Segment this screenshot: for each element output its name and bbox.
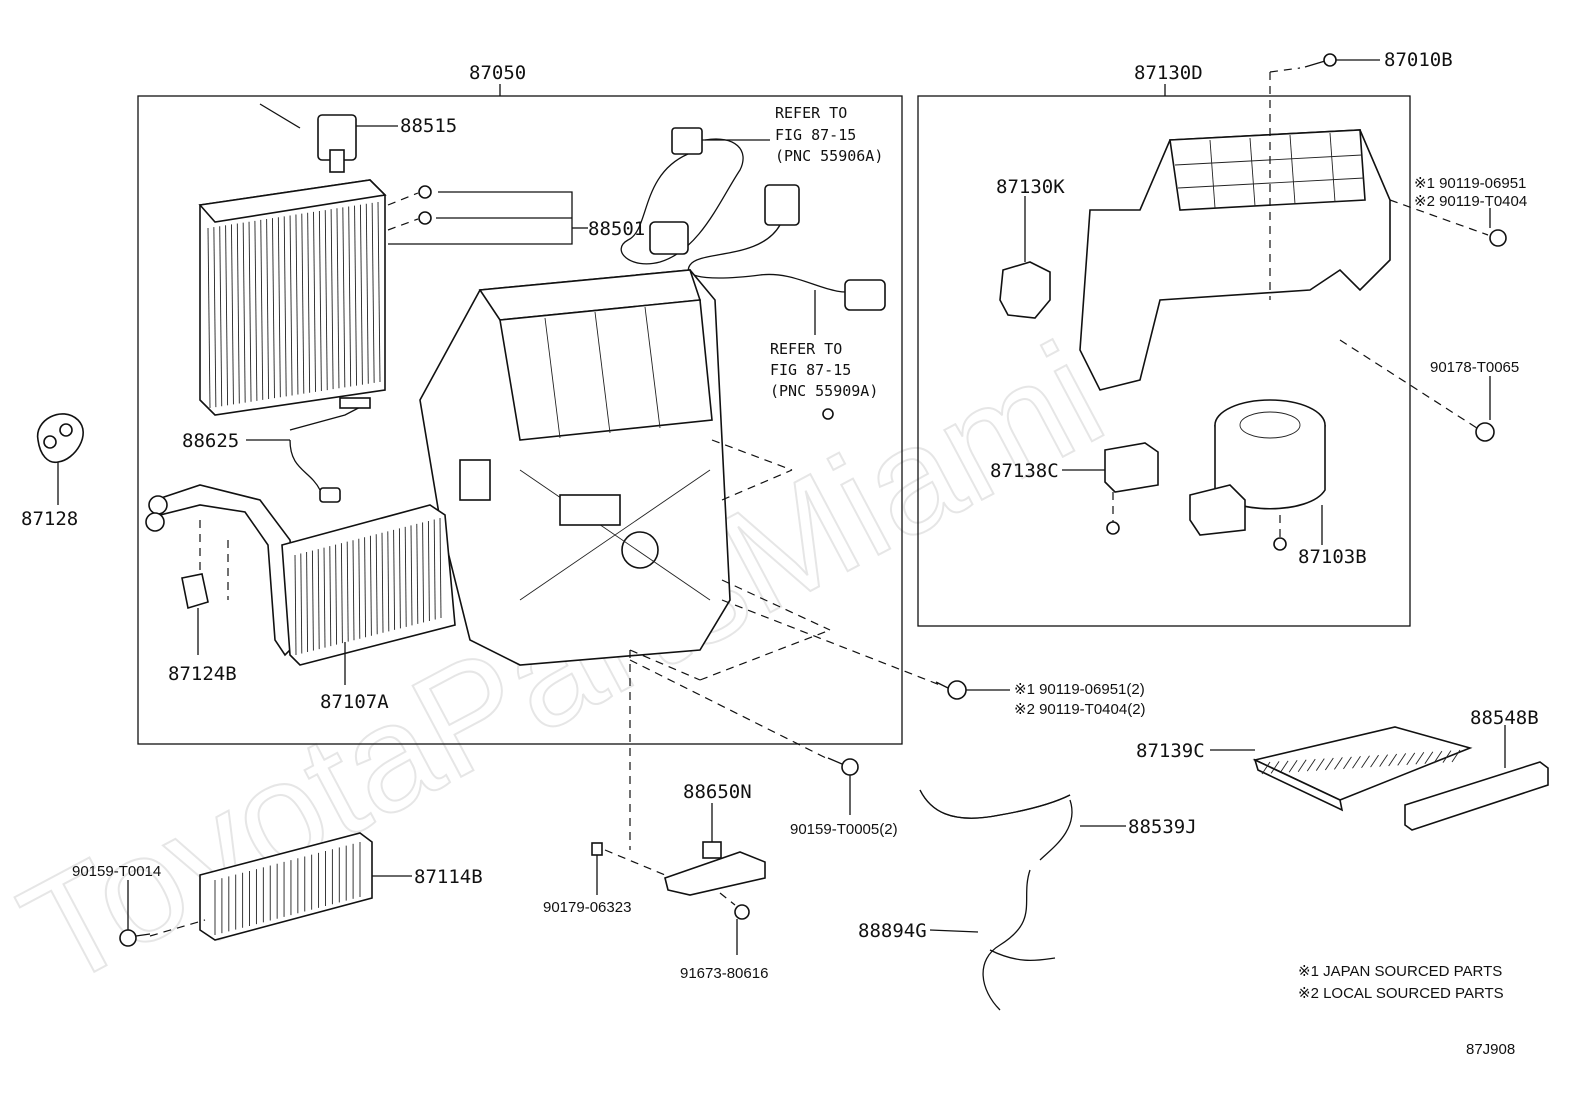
label-90179-06323[interactable]: 90179-06323	[543, 899, 631, 916]
label-88894G[interactable]: 88894G	[858, 920, 927, 942]
o-ring-part[interactable]	[418, 211, 432, 225]
refer-note-top-2: FIG 87-15	[775, 126, 856, 144]
right-assembly-frame	[917, 95, 1411, 627]
refer-note-top-3: (PNC 55906A)	[775, 147, 883, 165]
label-88548B[interactable]: 88548B	[1470, 707, 1539, 729]
legend-japan: ※1 JAPAN SOURCED PARTS	[1298, 963, 1502, 980]
refer-note-mid-1: REFER TO	[770, 340, 842, 358]
damper-motor-harness-2[interactable]	[687, 184, 886, 311]
bracket-part[interactable]	[664, 841, 766, 896]
label-88515[interactable]: 88515	[400, 115, 457, 137]
label-88539J[interactable]: 88539J	[1128, 816, 1197, 838]
pipe-clamp-part[interactable]	[181, 573, 209, 610]
hvac-case-part[interactable]	[419, 269, 731, 666]
label-91673-80616[interactable]: 91673-80616	[680, 965, 768, 982]
label-87139C[interactable]: 87139C	[1136, 740, 1205, 762]
figure-code: 87J908	[1466, 1041, 1515, 1058]
label-87103B[interactable]: 87103B	[1298, 546, 1367, 568]
blower-case-part[interactable]	[1079, 129, 1391, 391]
label-88650N[interactable]: 88650N	[683, 781, 752, 803]
air-duct-part[interactable]	[199, 832, 373, 941]
screw-icon	[734, 904, 750, 920]
label-87050[interactable]: 87050	[469, 62, 526, 84]
screw-icon	[827, 757, 859, 776]
screw-note-right-2: ※2 90119-T0404	[1414, 193, 1527, 210]
o-ring-part[interactable]	[418, 185, 432, 199]
heater-core-part[interactable]	[281, 504, 456, 666]
filter-cover-part[interactable]	[1404, 761, 1549, 831]
evaporator-part[interactable]	[198, 179, 387, 416]
label-87130K[interactable]: 87130K	[996, 176, 1065, 198]
label-87128[interactable]: 87128	[21, 508, 78, 530]
left-assembly-frame	[137, 95, 903, 745]
label-90159-T0014[interactable]: 90159-T0014	[72, 863, 161, 880]
heater-pipe-part[interactable]	[145, 484, 301, 657]
label-90178-T0065[interactable]: 90178-T0065	[1430, 359, 1519, 376]
blower-motor-part[interactable]	[1189, 399, 1326, 536]
servo-motor-part[interactable]	[999, 261, 1051, 319]
blower-resistor-part[interactable]	[1104, 442, 1159, 493]
refer-note-mid-2: FIG 87-15	[770, 361, 851, 379]
screw-note-right-1: ※1 90119-06951	[1414, 175, 1526, 192]
label-88501[interactable]: 88501	[588, 218, 645, 240]
expansion-valve-part[interactable]	[259, 103, 357, 173]
screw-note-center-1: ※1 90119-06951(2)	[1014, 681, 1145, 698]
damper-motor-harness-1[interactable]	[620, 127, 744, 265]
label-88625[interactable]: 88625	[182, 430, 239, 452]
screw-icon	[1273, 537, 1287, 551]
screw-icon	[1106, 521, 1120, 535]
refer-note-top-1: REFER TO	[775, 104, 847, 122]
clip-icon	[1475, 422, 1495, 442]
legend-local: ※2 LOCAL SOURCED PARTS	[1298, 985, 1504, 1002]
cabin-filter-part[interactable]	[1252, 726, 1473, 812]
screw-icon	[1489, 229, 1507, 247]
label-87138C[interactable]: 87138C	[990, 460, 1059, 482]
label-90159-T0005[interactable]: 90159-T0005(2)	[790, 821, 898, 838]
screw-icon	[1304, 53, 1337, 68]
temperature-sensor-part[interactable]	[289, 397, 371, 503]
label-87130D[interactable]: 87130D	[1134, 62, 1203, 84]
label-87010B[interactable]: 87010B	[1384, 49, 1453, 71]
screw-note-center-2: ※2 90119-T0404(2)	[1014, 701, 1146, 718]
screw-icon	[935, 680, 967, 700]
screw-icon	[822, 408, 834, 420]
label-87107A[interactable]: 87107A	[320, 691, 389, 713]
refer-note-mid-3: (PNC 55909A)	[770, 382, 878, 400]
grommet-part[interactable]	[36, 413, 84, 464]
label-87124B[interactable]: 87124B	[168, 663, 237, 685]
label-87114B[interactable]: 87114B	[414, 866, 483, 888]
clip-icon	[591, 842, 603, 856]
drain-hose-part[interactable]	[919, 789, 1073, 1011]
